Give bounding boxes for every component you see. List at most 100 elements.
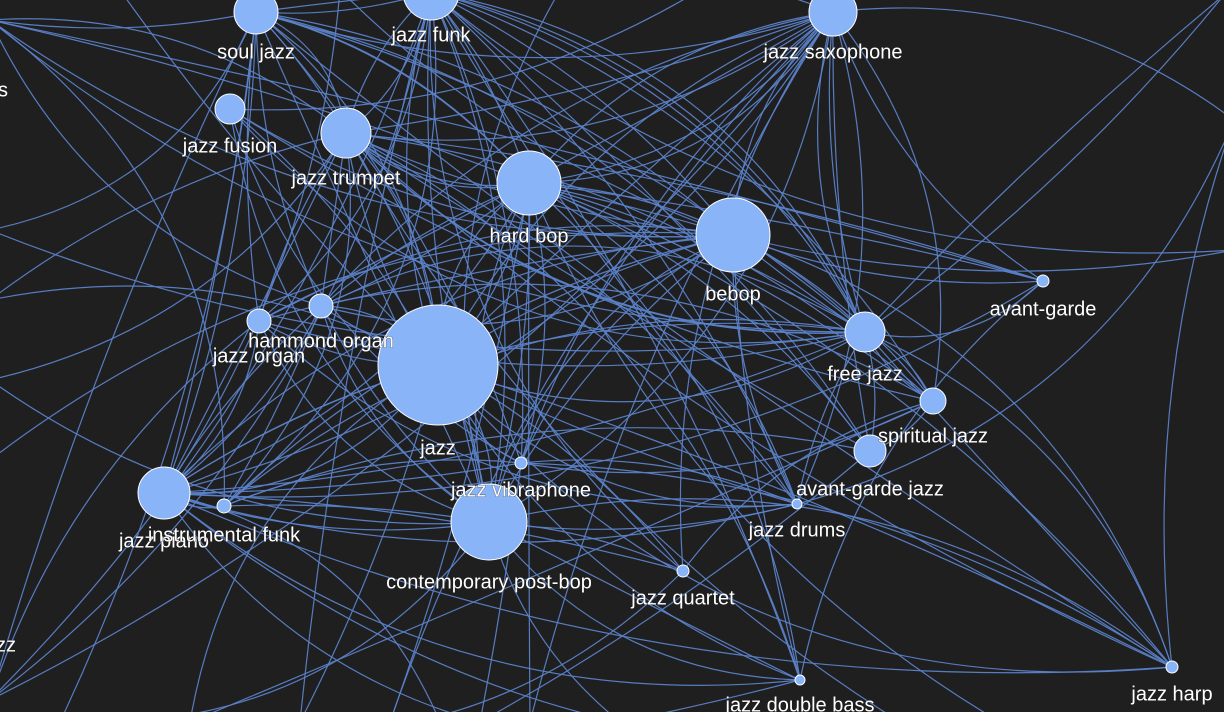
edge xyxy=(682,400,934,572)
node-instrumental-funk[interactable] xyxy=(216,498,232,514)
edge xyxy=(223,305,322,507)
edge xyxy=(0,285,439,366)
edge xyxy=(163,182,530,494)
node-label-offscreen-left-top: s xyxy=(0,80,8,102)
edge xyxy=(0,21,530,184)
node-label-avant-garde-jazz: avant-garde jazz xyxy=(796,479,944,501)
node-hard-bop[interactable] xyxy=(496,150,562,216)
node-label-jazz-trumpet: jazz trumpet xyxy=(291,168,401,190)
edge xyxy=(258,0,431,322)
edge xyxy=(255,11,530,184)
node-jazz-saxophone[interactable] xyxy=(808,0,858,37)
edge xyxy=(528,11,834,184)
edge xyxy=(0,18,347,134)
edge xyxy=(212,400,934,712)
edge xyxy=(439,0,871,452)
edge xyxy=(437,364,1173,668)
edge xyxy=(229,0,684,111)
edge xyxy=(1163,147,1224,668)
node-label-hard-bop: hard bop xyxy=(490,226,569,248)
node-jazz-piano[interactable] xyxy=(137,466,191,520)
edge xyxy=(392,11,834,712)
edge xyxy=(439,0,1224,254)
edge xyxy=(345,132,1044,282)
node-jazz-harp[interactable] xyxy=(1165,660,1179,674)
edge xyxy=(0,132,347,379)
edge xyxy=(488,521,801,681)
node-avant-garde[interactable] xyxy=(1036,274,1050,288)
edge xyxy=(864,331,1173,668)
edge xyxy=(0,26,225,507)
edge xyxy=(828,11,866,333)
edge xyxy=(0,320,260,674)
node-free-jazz[interactable] xyxy=(844,311,886,353)
edge xyxy=(528,182,1044,282)
edge xyxy=(864,331,1173,668)
node-hammond-organ[interactable] xyxy=(308,293,334,319)
edge xyxy=(520,182,546,464)
node-label-jazz-vibraphone: jazz vibraphone xyxy=(450,480,591,502)
edge xyxy=(832,11,1044,282)
node-jazz-quartet[interactable] xyxy=(676,564,690,578)
edge xyxy=(531,11,834,712)
edge xyxy=(0,27,866,333)
edge xyxy=(832,11,942,402)
node-label-jazz-quartet: jazz quartet xyxy=(630,588,735,610)
node-label-jazz-funk: jazz funk xyxy=(391,25,472,47)
node-contemporary-post-bop[interactable] xyxy=(450,483,528,561)
node-label-avant-garde: avant-garde xyxy=(990,299,1097,321)
edge xyxy=(392,182,530,712)
edge xyxy=(437,11,834,366)
edge xyxy=(488,182,531,523)
edge xyxy=(445,0,734,236)
edge xyxy=(456,0,866,333)
edge xyxy=(198,521,490,712)
node-jazz-fusion[interactable] xyxy=(214,93,246,125)
node-soul-jazz[interactable] xyxy=(233,0,279,35)
edge xyxy=(255,11,871,452)
edge xyxy=(345,132,1173,668)
edge xyxy=(163,492,490,531)
edge xyxy=(229,108,522,464)
edge xyxy=(520,462,1173,668)
edge xyxy=(459,0,866,333)
node-avant-garde-jazz[interactable] xyxy=(853,434,887,468)
node-jazz-funk[interactable] xyxy=(403,0,459,21)
edge xyxy=(864,0,1219,333)
edge xyxy=(0,11,257,669)
edge xyxy=(300,0,430,712)
node-spiritual-jazz[interactable] xyxy=(919,387,947,415)
edge xyxy=(463,0,556,523)
edge xyxy=(433,0,524,464)
edge xyxy=(126,0,439,366)
edge xyxy=(345,11,834,141)
node-jazz-organ[interactable] xyxy=(246,308,272,334)
edge xyxy=(528,182,871,452)
node-jazz-drums[interactable] xyxy=(791,498,803,510)
node-jazz-double-bass[interactable] xyxy=(794,674,806,686)
edge xyxy=(832,11,871,452)
node-jazz-trumpet[interactable] xyxy=(320,107,372,159)
edge xyxy=(191,364,439,712)
edge xyxy=(488,11,834,523)
node-bebop[interactable] xyxy=(695,197,771,273)
edge xyxy=(0,0,429,691)
edge xyxy=(163,280,1044,498)
edge xyxy=(255,11,490,523)
node-label-bebop: bebop xyxy=(705,284,761,306)
edge xyxy=(528,182,798,505)
edge xyxy=(832,7,1224,114)
edge xyxy=(229,108,490,523)
edge xyxy=(450,570,684,712)
edge xyxy=(864,0,1221,333)
edge xyxy=(488,521,801,681)
edge xyxy=(0,231,734,454)
node-label-jazz-piano: jazz piano xyxy=(118,531,209,553)
edge xyxy=(163,11,257,494)
edge xyxy=(436,0,801,681)
edge xyxy=(345,132,871,452)
node-jazz-vibraphone[interactable] xyxy=(514,456,528,470)
node-jazz[interactable] xyxy=(377,304,499,426)
edge xyxy=(349,0,734,236)
